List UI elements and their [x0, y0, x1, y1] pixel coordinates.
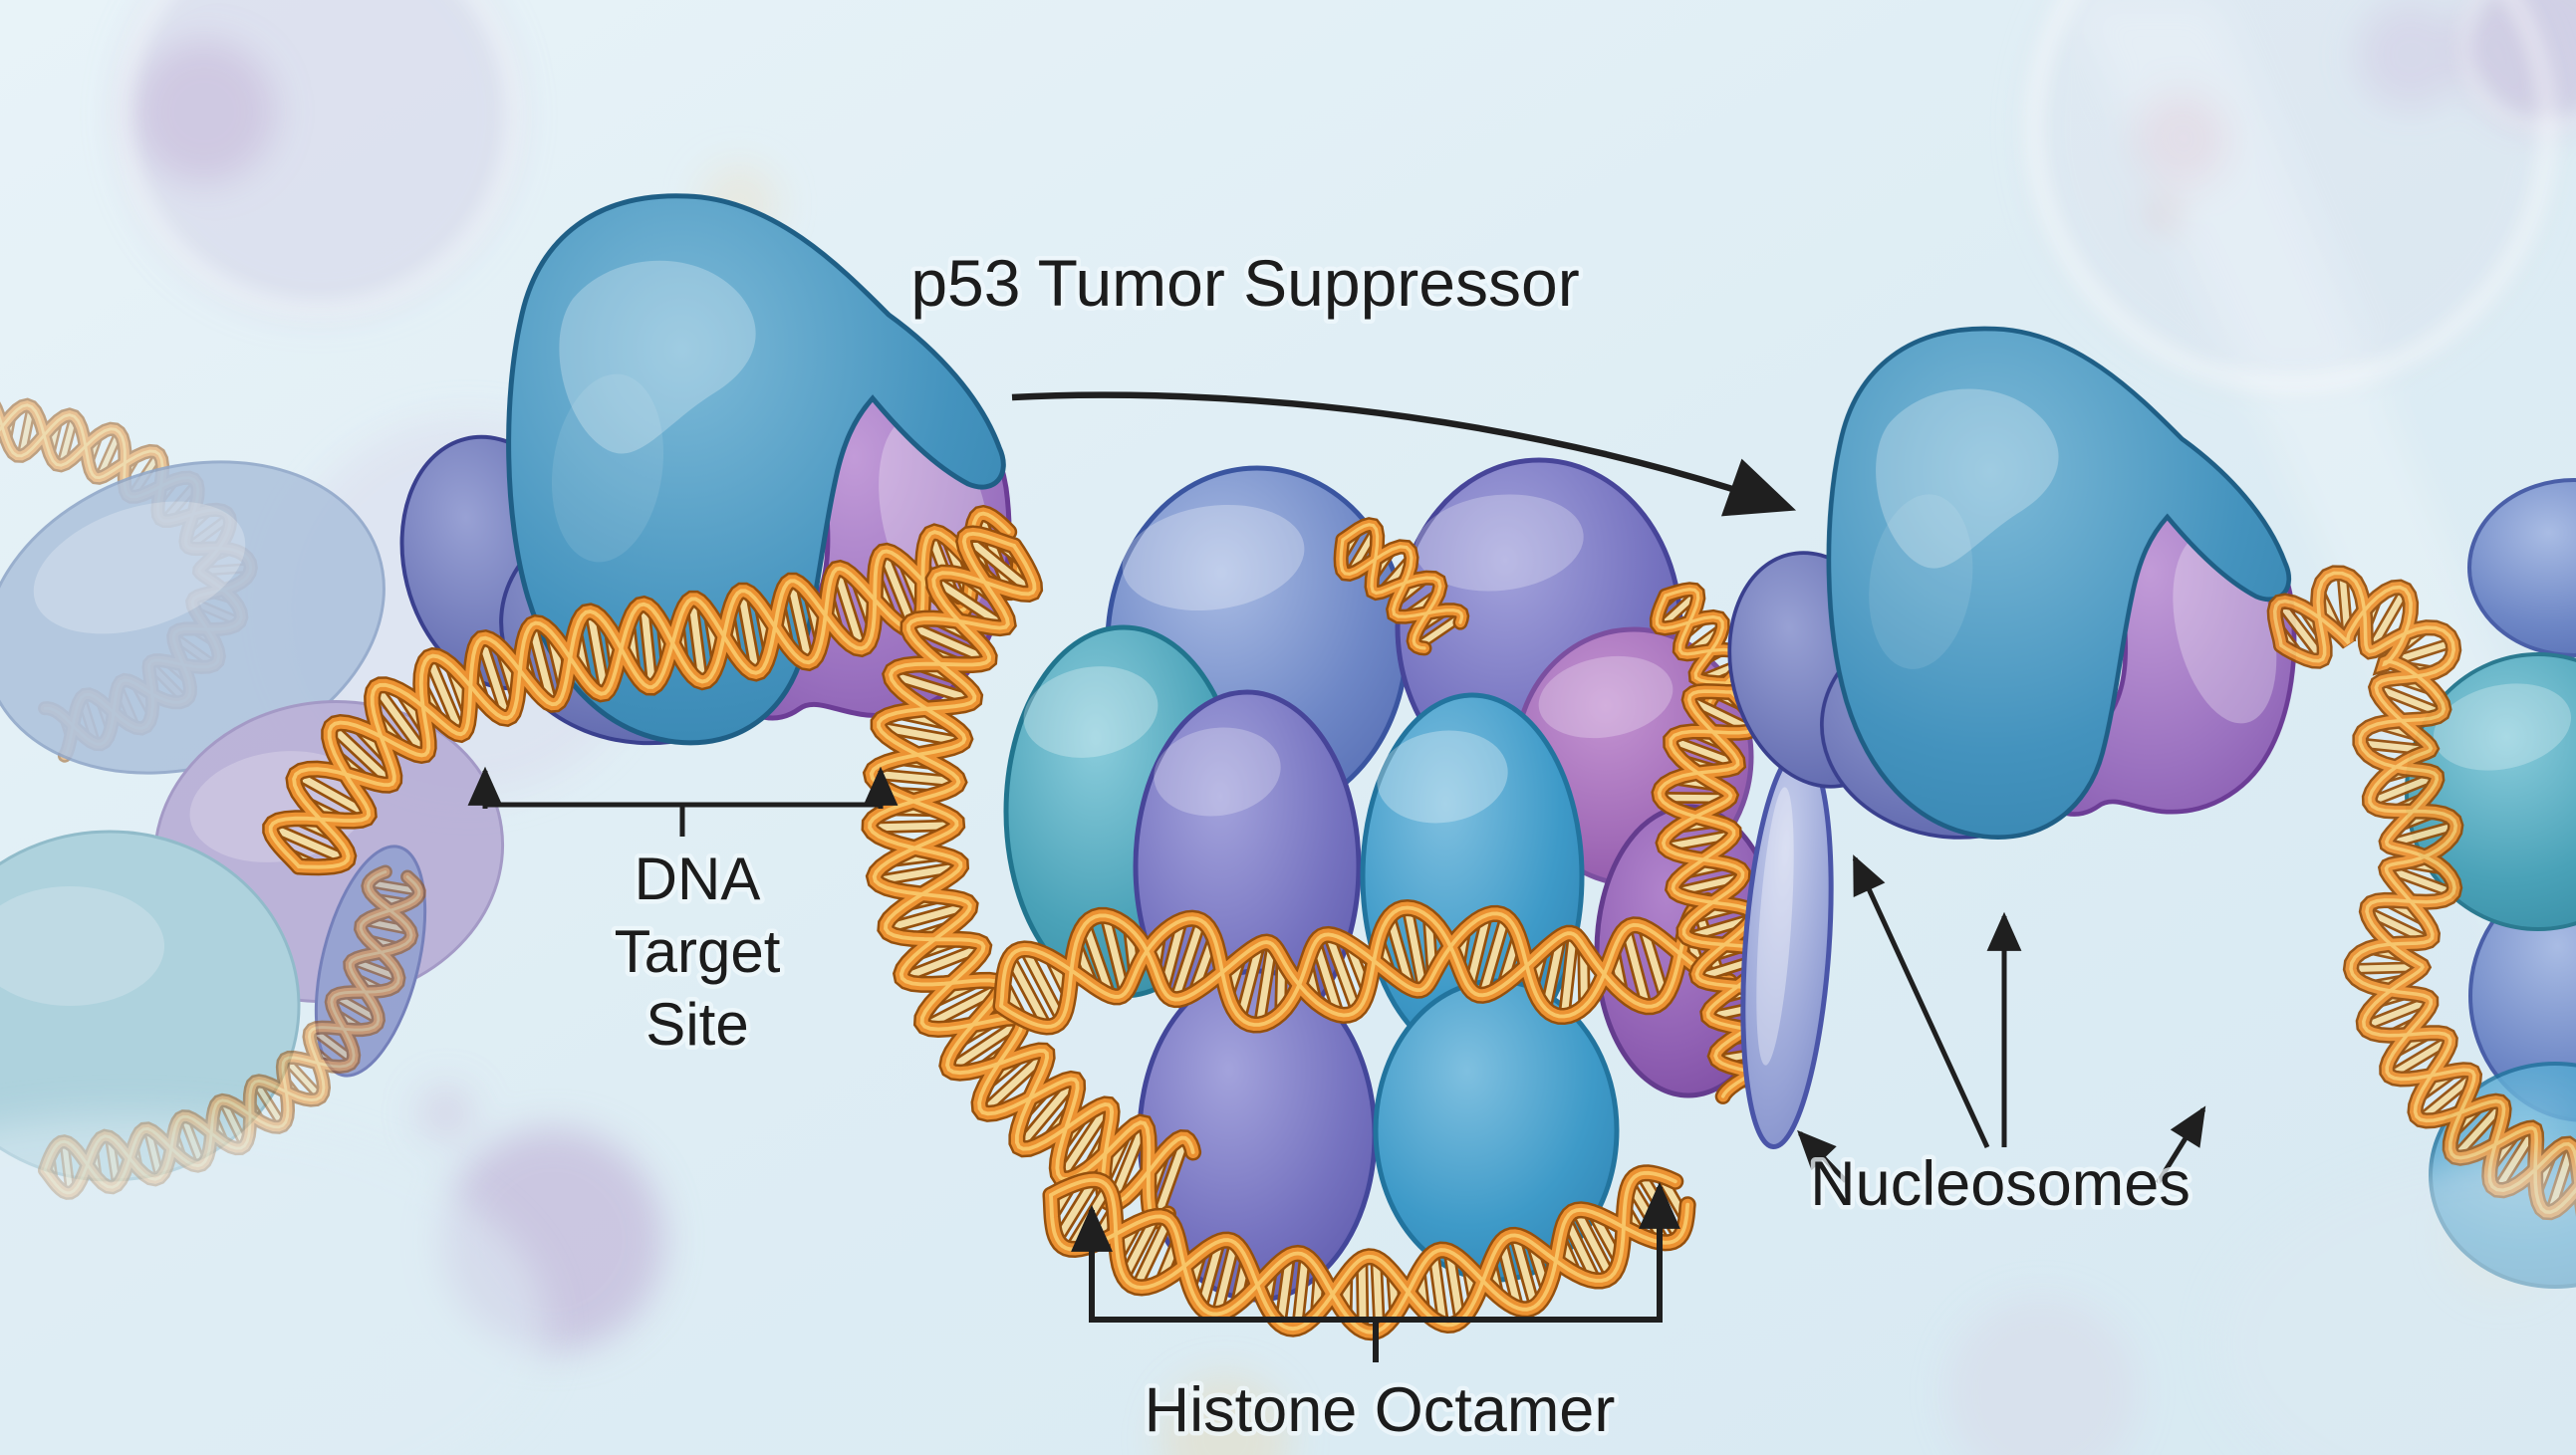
label-dna-line3: Site: [645, 991, 748, 1058]
edge-fades: [0, 1115, 2576, 1455]
label-dna-target-site: DNA Target Site: [610, 842, 785, 1063]
annotations: [467, 391, 2206, 1362]
dna-helix-octamer-bottom-wrap: [1042, 1164, 1696, 1341]
dna-helix-right-linker: [2266, 565, 2576, 1221]
histone-octamer: [861, 457, 1834, 1341]
label-dna-line1: DNA: [635, 846, 761, 912]
dna-helix-octamer-top: [1333, 517, 1762, 715]
title-p53-tumor-suppressor: p53 Tumor Suppressor: [910, 246, 1579, 320]
arrow-p53-to-nucleosome: [1011, 391, 1797, 517]
dna-helix-octamer-left-coil: [861, 525, 1202, 1230]
linker-histone-capsule: [1740, 746, 1834, 1150]
arrows-nucleosomes: [1797, 854, 2206, 1185]
bracket-dna-target-site: [467, 766, 899, 837]
background-cell-rings: [117, 0, 2576, 392]
bracket-histone-octamer: [1071, 1181, 1680, 1362]
dna-helix-octamer-middle-wrap: [992, 892, 1738, 1036]
label-histone-octamer: Histone Octamer: [1145, 1375, 1616, 1445]
label-nucleosomes: Nucleosomes: [1810, 1149, 2190, 1219]
label-dna-line2: Target: [615, 918, 781, 985]
